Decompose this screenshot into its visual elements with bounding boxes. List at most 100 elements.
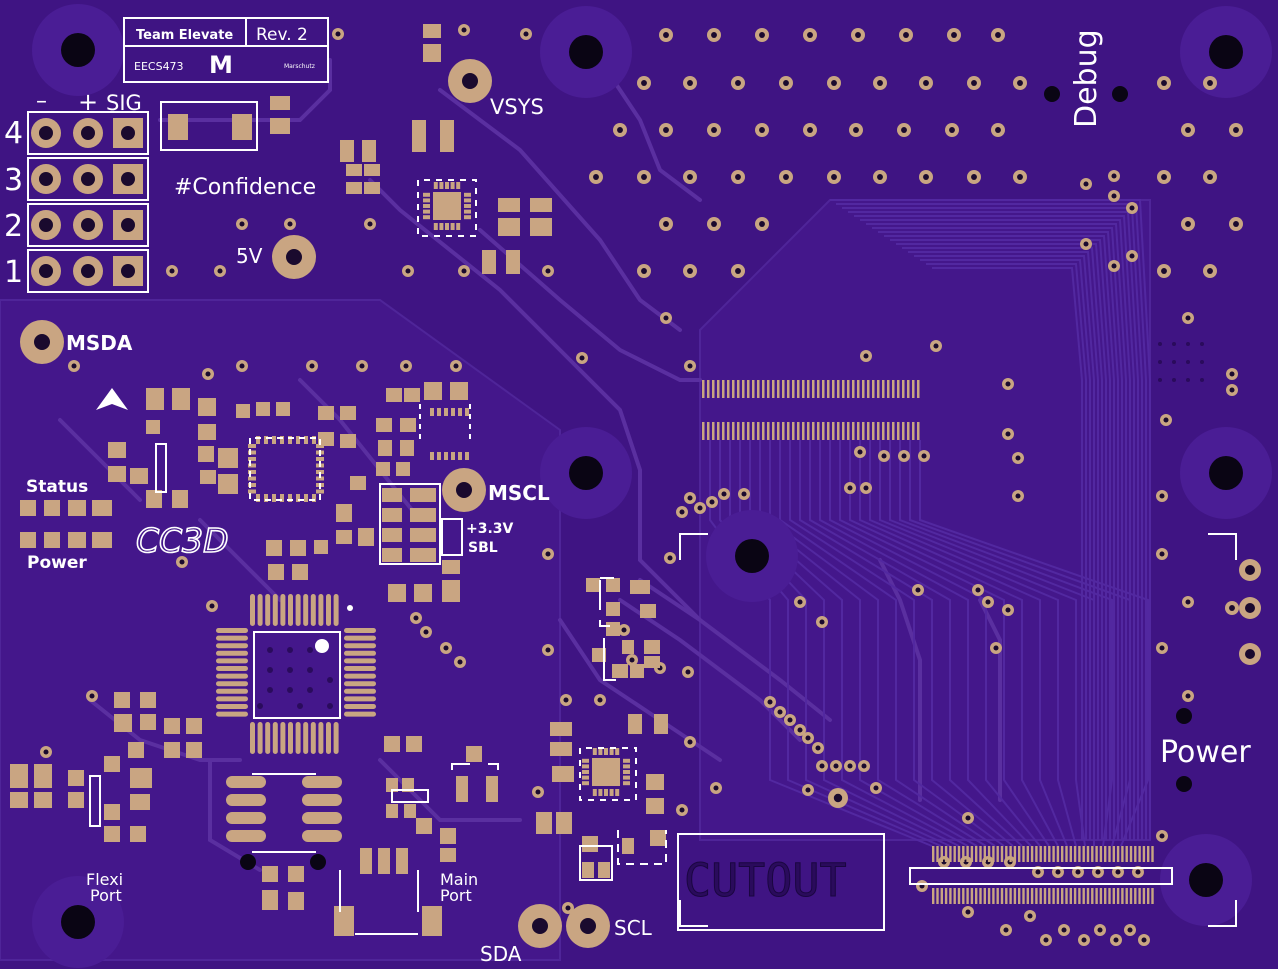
smd-pad	[440, 828, 456, 844]
via-drill	[807, 127, 813, 133]
via-drill	[1129, 205, 1135, 211]
fpc-pin	[837, 380, 840, 398]
smd-pad	[346, 164, 362, 176]
via-drill	[523, 31, 529, 37]
smd-pad	[262, 866, 278, 882]
via-drill	[995, 32, 1001, 38]
smd-pad	[440, 848, 456, 862]
fpc-pin	[877, 380, 880, 398]
fpc-pin	[979, 846, 982, 862]
smd-pad	[218, 474, 238, 494]
smd-pad	[384, 736, 400, 752]
via-drill	[359, 363, 365, 369]
smd-pad	[68, 792, 84, 808]
smd-pad	[104, 826, 120, 842]
qfp-via	[287, 667, 293, 673]
smd-pad	[416, 818, 432, 834]
fpc-pin	[887, 422, 890, 440]
fpc-pin	[897, 422, 900, 440]
fpc-pin	[872, 422, 875, 440]
qfn-pin	[272, 436, 276, 444]
qfn-pin	[445, 182, 449, 189]
via-drill	[951, 32, 957, 38]
fpc-pin	[1018, 888, 1021, 904]
via-drill	[805, 735, 811, 741]
qfn-pin	[256, 494, 260, 502]
via-drill	[831, 174, 837, 180]
status-label: Status	[26, 477, 88, 497]
via-drill	[713, 785, 719, 791]
smd-pad	[266, 540, 282, 556]
fpc-pin	[867, 380, 870, 398]
smd-pad	[68, 770, 84, 786]
scl-test-point	[566, 904, 610, 948]
via-drill	[759, 127, 765, 133]
smd-pad	[376, 418, 392, 432]
smd-pad	[422, 906, 442, 936]
fpc-pin	[782, 380, 785, 398]
via-drill	[1111, 193, 1117, 199]
fpc-pin	[932, 888, 935, 904]
qfn-pin	[272, 494, 276, 502]
via-drill	[721, 491, 727, 497]
qfn-pin	[296, 494, 300, 502]
fpc-pin	[912, 422, 915, 440]
via-drill	[1017, 80, 1023, 86]
smd-pad	[378, 440, 392, 456]
qfn-pin	[458, 408, 462, 416]
qfn-pin	[445, 223, 449, 230]
qfp-pin	[250, 594, 255, 626]
fpc-pin	[970, 846, 974, 862]
qfn-pin	[288, 436, 292, 444]
fpc-pin	[1048, 888, 1051, 904]
smd-pad	[410, 508, 436, 522]
via-drill	[807, 32, 813, 38]
power-pad-drill	[1245, 603, 1255, 613]
via-drill	[1061, 927, 1067, 933]
qfn-pin	[430, 452, 434, 460]
header-pin-drill	[39, 218, 53, 232]
via-drill	[579, 355, 585, 361]
fpc-pin	[902, 380, 905, 398]
fpc-pin	[1005, 888, 1008, 904]
qfn-pin	[248, 457, 256, 461]
qfp-pin	[216, 673, 248, 679]
qfn-pin	[444, 408, 448, 416]
smd-pad	[336, 530, 352, 544]
qfp-pin	[250, 722, 255, 754]
qfn-pin	[598, 789, 603, 796]
via-drill	[1185, 221, 1191, 227]
via-drill	[71, 363, 77, 369]
tooling-hole	[1176, 776, 1192, 792]
qfn-pin	[423, 215, 430, 220]
smd-pad	[364, 164, 380, 176]
fpc-pin	[882, 422, 885, 440]
smd-pad	[198, 398, 216, 416]
qfn-pin	[430, 408, 434, 416]
qfn-pin	[464, 204, 471, 208]
smd-pad	[400, 440, 414, 456]
sda-label: SDA	[480, 942, 522, 966]
qfn-pin	[264, 436, 268, 444]
fpc-pin	[1142, 846, 1146, 862]
qfp-pin	[265, 594, 271, 626]
fpc-pin	[1000, 888, 1004, 904]
smd-pad	[318, 432, 334, 446]
smd-pad	[530, 218, 552, 236]
smd-pad	[130, 768, 152, 788]
mount-hole	[1189, 863, 1223, 897]
mount-hole	[1209, 35, 1243, 69]
smd-pad	[236, 404, 250, 418]
fpc-pin	[936, 888, 939, 904]
power-pad-drill	[1245, 565, 1255, 575]
header-pin-drill	[121, 264, 135, 278]
smd-pad	[288, 866, 304, 882]
fpc-pin	[1099, 846, 1103, 862]
smd-pad	[20, 500, 36, 516]
smd-pad	[592, 648, 606, 662]
fpc-pin	[996, 888, 999, 904]
smd-pad	[104, 804, 120, 820]
confidence-label: #Confidence	[174, 175, 316, 200]
smd-pad	[130, 468, 148, 484]
bus-trace	[848, 211, 1139, 840]
